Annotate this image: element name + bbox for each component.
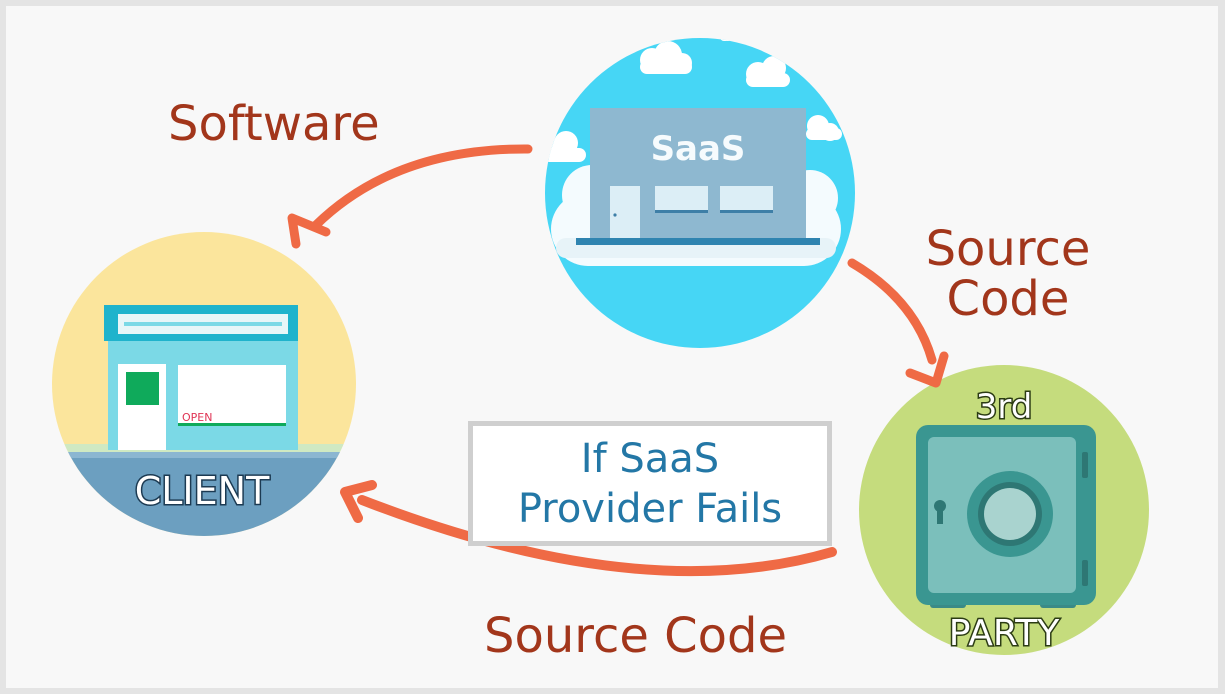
open-sign: OPEN bbox=[182, 411, 212, 424]
arrow-software bbox=[287, 144, 533, 249]
client-storefront bbox=[104, 305, 298, 450]
third-label: 3rd bbox=[976, 387, 1033, 427]
callout-line-2: Provider Fails bbox=[517, 485, 783, 532]
safe-icon bbox=[916, 425, 1096, 608]
saas-node: SaaS bbox=[545, 38, 855, 348]
cloud-icon bbox=[806, 115, 842, 141]
callout-line-1: If SaaS bbox=[580, 435, 720, 482]
client-node: OPEN CLIENT bbox=[52, 232, 356, 536]
cloud-icon bbox=[746, 56, 790, 87]
party-node: 3rd PARTY bbox=[859, 365, 1149, 656]
source-code-top-label: Source Code bbox=[925, 221, 1091, 327]
saas-building-label: SaaS bbox=[651, 129, 746, 169]
client-label: CLIENT bbox=[135, 469, 270, 513]
arrow-source-code-bottom bbox=[340, 480, 837, 577]
cloud-icon bbox=[640, 41, 692, 74]
party-label: PARTY bbox=[949, 613, 1060, 654]
saas-building bbox=[576, 108, 820, 245]
provider-fails-callout: If SaaS Provider Fails bbox=[468, 421, 832, 546]
arrow-source-code-top bbox=[847, 258, 949, 388]
software-label: Software bbox=[168, 96, 380, 152]
source-code-bottom-label: Source Code bbox=[484, 608, 787, 664]
